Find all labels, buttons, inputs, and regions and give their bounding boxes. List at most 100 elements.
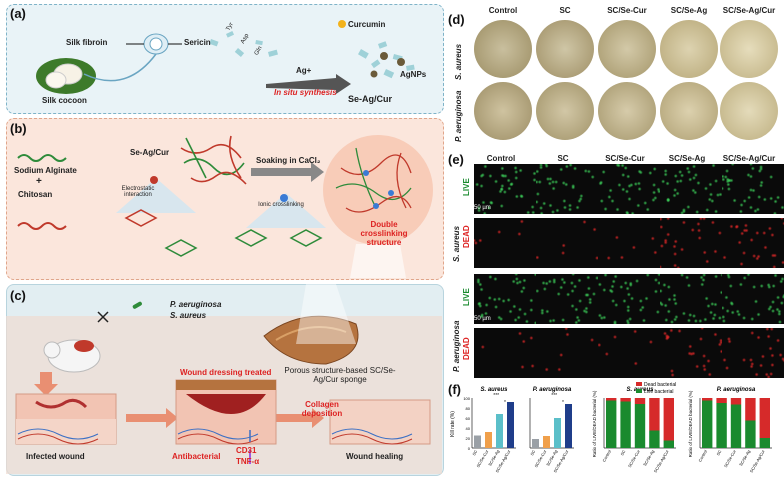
dish-pa-sc-se-ag <box>660 82 718 140</box>
ratio-dead-bar-2-0 <box>606 398 617 401</box>
ratio-xtick-3-2: SC/Se-Cur <box>723 448 737 468</box>
fluorescence-image-r3-c4 <box>722 328 784 378</box>
ratio-live-bar-2-1 <box>620 401 631 448</box>
kill-ytick-20: 20 <box>466 436 471 441</box>
panel-b-label: (b) <box>10 121 27 136</box>
ratio-live-bar-3-2 <box>730 404 742 448</box>
legend-dead-swatch <box>636 382 642 386</box>
silk-fibroin-label: Silk fibroin <box>66 38 108 47</box>
kill-sig-0-0: *** <box>493 393 499 399</box>
p-aeruginosa-label: P. aeruginosa <box>170 300 222 309</box>
e-dead-sa: DEAD <box>462 225 471 248</box>
d-row-s-aureus: S. aureus <box>454 43 463 80</box>
ratio-dead-bar-3-3 <box>745 398 756 421</box>
panel-f-label: (f) <box>448 382 461 397</box>
kill-ytick-40: 40 <box>466 426 471 431</box>
d-col-sc-se-ag: SC/Se-Ag <box>670 6 708 15</box>
kill-bar-1-1 <box>543 436 550 448</box>
dish-pa-sc-se-ag-cur <box>720 82 778 140</box>
kill-ytick-80: 80 <box>466 406 471 411</box>
ratio-xtick-3-0: Control <box>697 449 708 463</box>
e-col-sc-se-ag: SC/Se-Ag <box>668 154 706 163</box>
kill-bar-0-1 <box>485 432 492 448</box>
kill-sig-1-1: * <box>562 400 564 406</box>
panel-b-illustration <box>17 135 433 278</box>
kill-bar-1-3 <box>565 404 572 448</box>
fluorescence-image-r2-c0 <box>474 274 537 324</box>
ratio-ylabel-3: Ratio of LIVE/DEAD bacterial (%) <box>688 390 693 457</box>
panel-e-label: (e) <box>448 152 464 167</box>
d-col-control: Control <box>488 6 518 15</box>
ratio-xtick-2-0: Control <box>601 449 612 463</box>
kill-chart-title-1: P. aeruginosa <box>533 387 572 393</box>
fluorescence-image-r0-c3 <box>660 164 723 214</box>
d-col-sc-se-cur: SC/Se-Cur <box>607 6 647 15</box>
s-aureus-label: S. aureus <box>170 311 207 320</box>
fluorescence-image-r0-c0 <box>474 164 537 214</box>
cd31-label: CD31 <box>236 446 257 455</box>
d-col-sc: SC <box>559 6 571 15</box>
ratio-dead-bar-2-1 <box>620 398 631 402</box>
ratio-live-bar-2-0 <box>606 400 617 448</box>
ratio-xtick-2-4: SC/Se-Ag/Cur <box>653 448 670 473</box>
legend-live-label: Live bacterial <box>644 389 673 395</box>
wound-dressing-label: Wound dressing treated <box>180 368 272 377</box>
kill-bar-0-0 <box>474 435 481 448</box>
e-col-sc: SC <box>557 154 569 163</box>
dish-sa-sc-se-ag <box>660 20 718 78</box>
dish-sa-control <box>474 20 532 78</box>
se-ag-cur-product-label: Se-Ag/Cur <box>348 94 393 104</box>
panel-a-illustration <box>36 20 415 94</box>
fluorescence-image-r2-c2 <box>598 274 661 324</box>
chitosan-label: Chitosan <box>18 190 53 199</box>
panel-a <box>6 4 444 114</box>
kill-xtick-1-0: SC <box>529 449 536 456</box>
kill-ytick-0: 0 <box>468 446 471 451</box>
e-organism-p-aeruginosa: P. aeruginosa <box>452 320 461 372</box>
ratio-xtick-3-3: SC/Se-Ag <box>738 449 751 467</box>
panel-d-label: (d) <box>448 12 465 27</box>
dish-pa-sc <box>536 82 594 140</box>
fluorescence-image-r3-c3 <box>660 328 723 378</box>
wound-healing-label: Wound healing <box>346 452 404 461</box>
ratio-dead-bar-3-2 <box>730 398 742 405</box>
dish-sa-sc-se-cur <box>598 20 656 78</box>
ratio-ylabel-2: Ratio of LIVE/DEAD bacterial (%) <box>592 390 597 457</box>
fluorescence-image-r2-c3 <box>660 274 723 324</box>
fluorescence-image-r2-c1 <box>536 274 599 324</box>
legend-live-swatch <box>636 389 642 393</box>
sericin-label: Sericin <box>184 38 211 47</box>
curcumin-label: Curcumin <box>348 20 386 29</box>
ratio-dead-bar-3-1 <box>716 398 727 403</box>
scale-bar-label-sa: 50 µm <box>474 205 491 211</box>
ag-ion-label: Ag+ <box>296 66 312 75</box>
legend-dead-label: Dead bacterial <box>644 382 676 388</box>
e-live-sa: LIVE <box>462 178 471 196</box>
panel-c-label: (c) <box>10 288 26 303</box>
e-col-sc-se-cur: SC/Se-Cur <box>605 154 645 163</box>
fluorescence-image-r1-c0 <box>474 218 537 268</box>
fluorescence-image-r2-c4 <box>722 274 784 324</box>
ratio-dead-bar-3-4 <box>759 398 770 438</box>
e-dead-pa: DEAD <box>462 337 471 360</box>
kill-sig-0-1: * <box>504 400 506 406</box>
silk-cocoon-label: Silk cocoon <box>42 96 87 105</box>
electrostatic-label: Electrostatic interaction <box>121 186 155 198</box>
agnps-label: AgNPs <box>400 70 427 79</box>
e-organism-s-aureus: S. aureus <box>452 225 461 262</box>
dish-sa-sc <box>536 20 594 78</box>
ratio-dead-bar-2-4 <box>663 398 674 441</box>
fluorescence-image-r3-c2 <box>598 328 661 378</box>
ratio-live-bar-2-4 <box>663 440 674 448</box>
plus-sign: + <box>36 176 42 187</box>
ratio-live-bar-3-4 <box>759 438 770 448</box>
kill-bar-0-3 <box>507 402 514 448</box>
dish-pa-control <box>474 82 532 140</box>
e-col-sc-se-ag-cur: SC/Se-Ag/Cur <box>722 154 776 163</box>
in-situ-label: In situ synthesis <box>274 88 337 97</box>
kill-sig-1-0: *** <box>551 393 557 399</box>
ratio-live-bar-2-2 <box>634 404 646 448</box>
d-row-p-aeruginosa: P. aeruginosa <box>454 90 463 142</box>
fluorescence-image-r1-c1 <box>536 218 599 268</box>
